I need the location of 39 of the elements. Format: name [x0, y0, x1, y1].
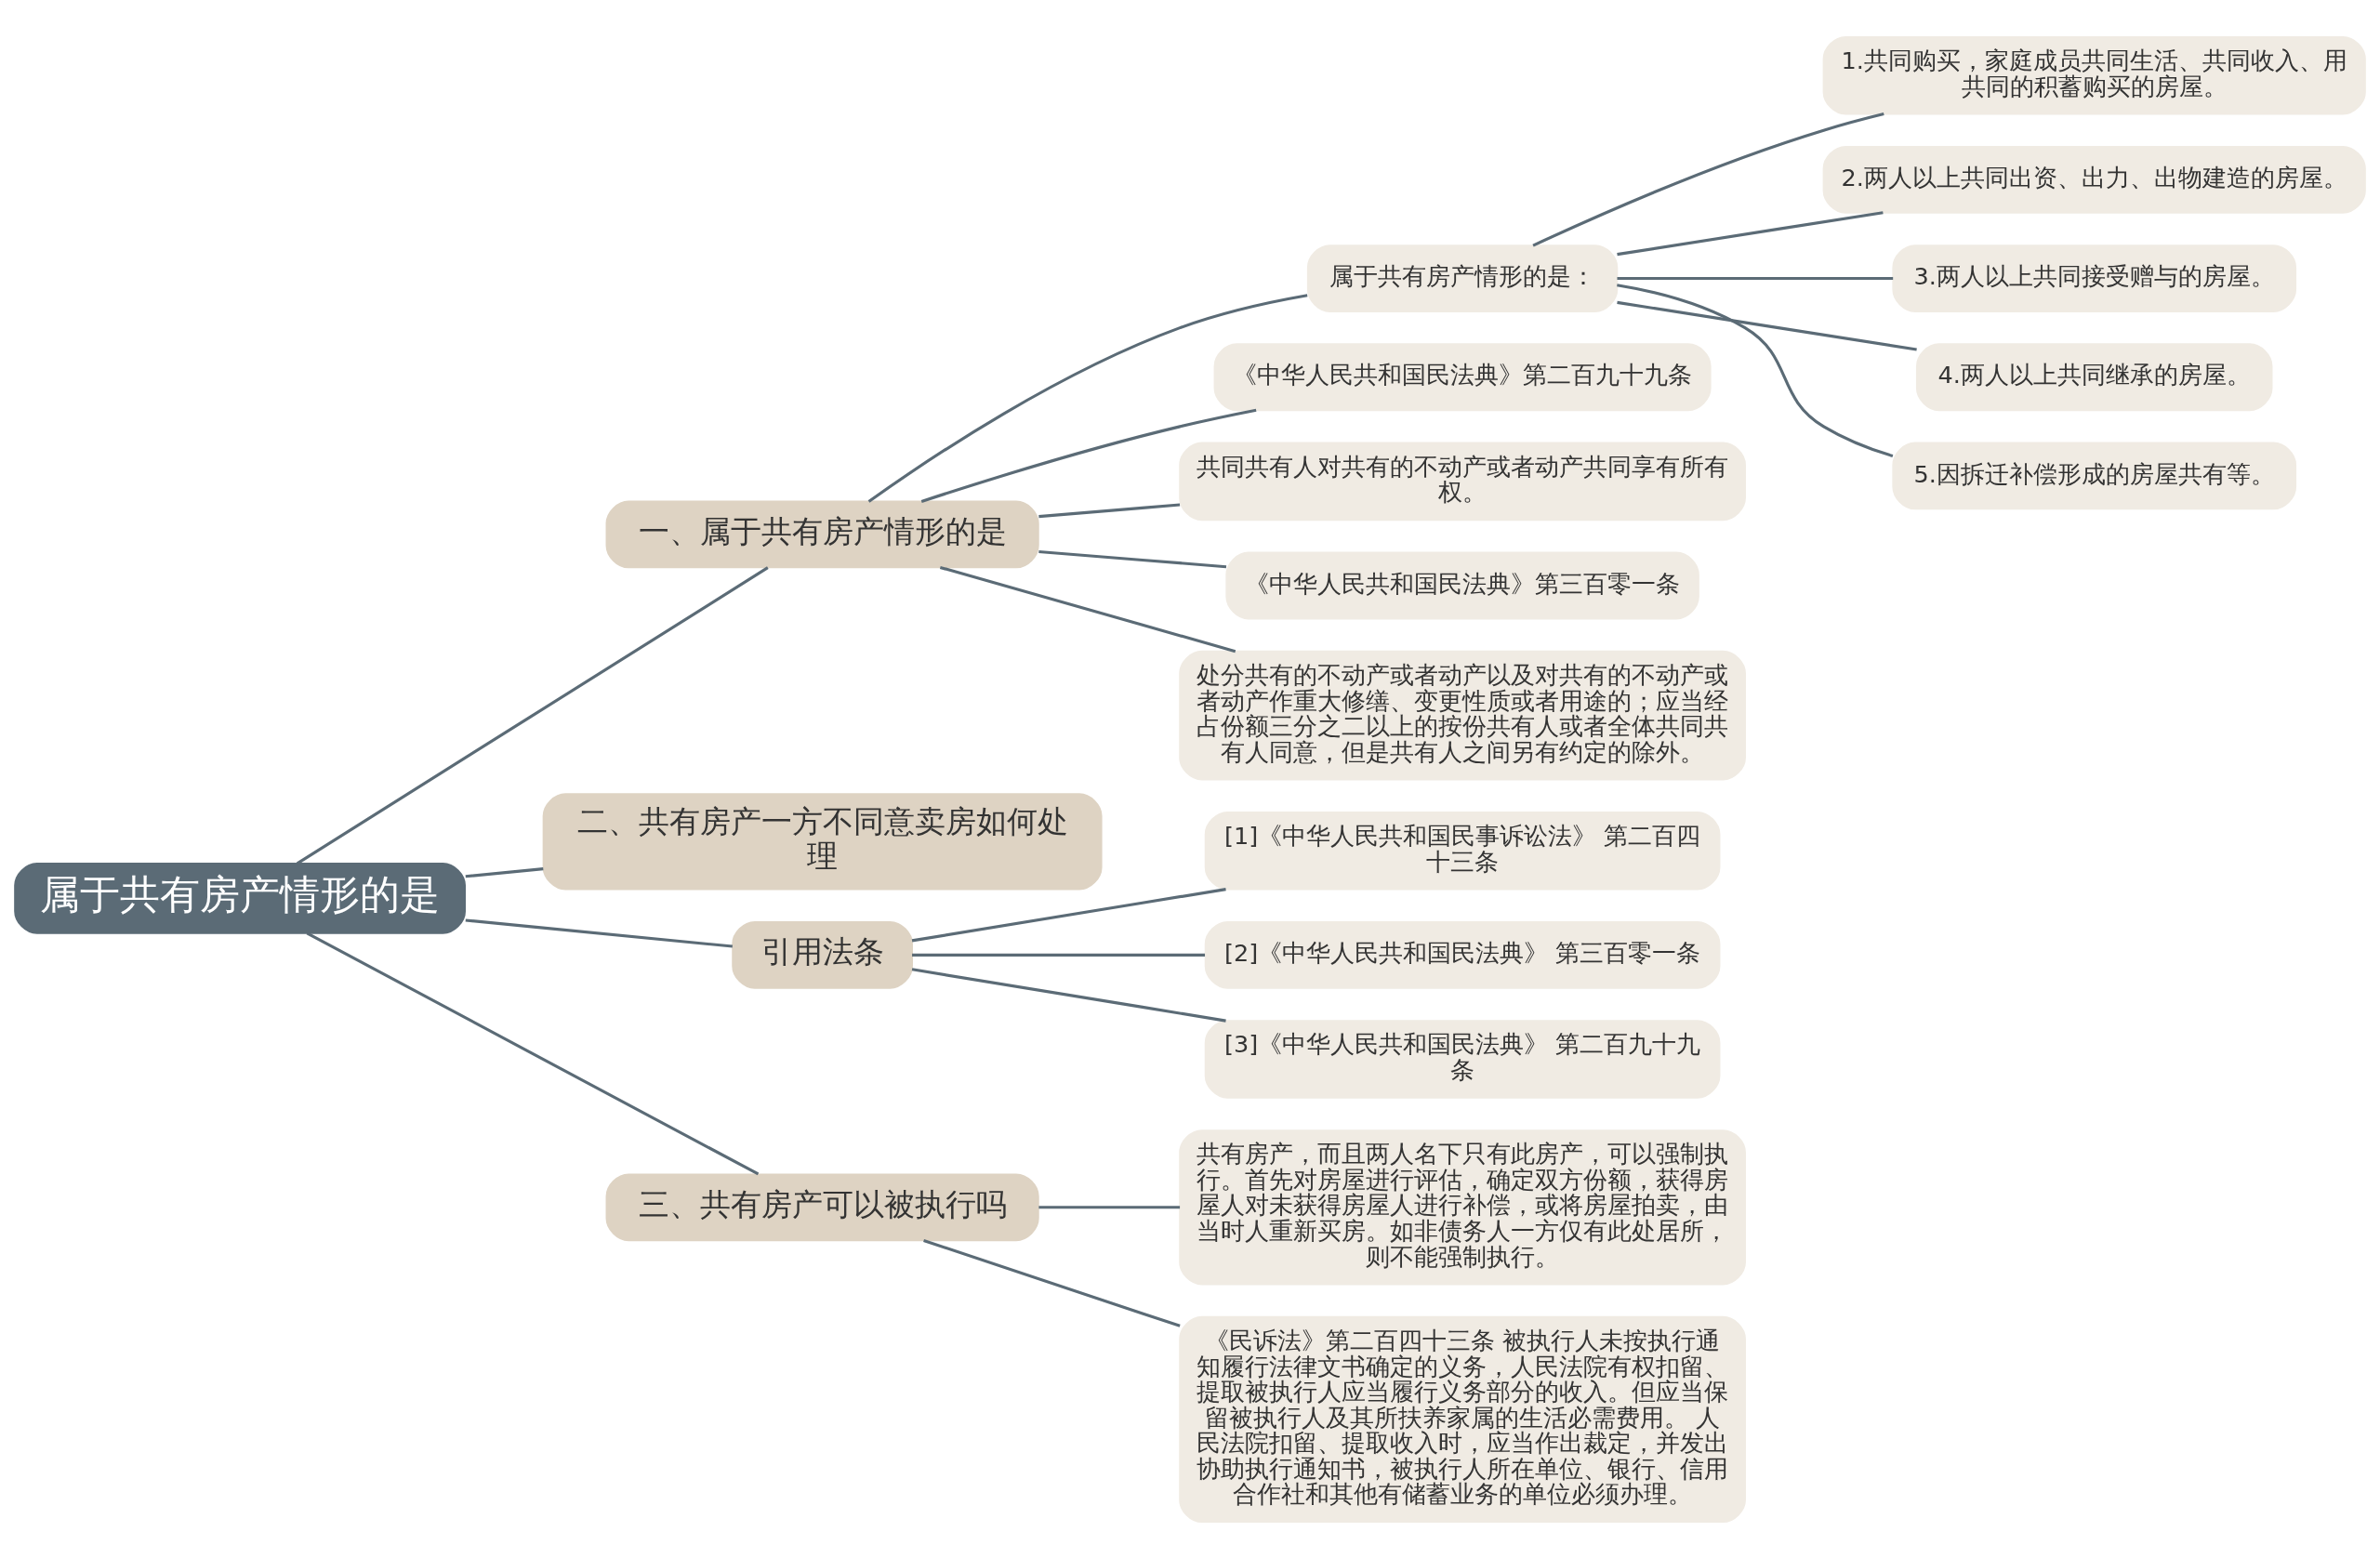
node-box: 4.两人以上共同继承的房屋。 — [1915, 342, 2273, 411]
node-box: [1]《中华人民共和国民事诉讼法》 第二百四十三条 — [1204, 811, 1721, 890]
node-box: 5.因拆迁补偿形成的房屋共有等。 — [1892, 442, 2297, 509]
connector — [923, 1238, 1181, 1327]
node-box: 共同共有人对共有的不动产或者动产共同享有所有权。 — [1179, 442, 1746, 521]
node-box: 2.两人以上共同出资、出力、出物建造的房屋。 — [1822, 145, 2366, 214]
connector — [912, 953, 1206, 957]
node-box: [3]《中华人民共和国民法典》 第二百九十九条 — [1204, 1019, 1721, 1099]
node-box: 处分共有的不动产或者动产以及对共有的不动产或者动产作重大修缮、变更性质或者用途的；应当经占份额三分之二以上的按份共有人或者全体共同共有人同意，但是共有人之间另有约定的除外。 — [1179, 650, 1746, 780]
connector — [920, 408, 1257, 503]
connector — [939, 565, 1236, 653]
node-box: 属于共有房产情形的是 — [14, 862, 467, 934]
node-box: 《民诉法》第二百四十三条 被执行人未按执行通知履行法律文书确定的义务，人民法院有权扣留、提取被执行人应当履行义务部分的收入。但应当保留被执行人及其所扶养家属的生活必需费用。 人民法院扣留、提取收入时，应当作出裁定，并发出协助执行通知书，被执行人所在单位、银行、信用合作社和其他有储蓄业务的单位必须办理。 — [1179, 1315, 1746, 1523]
node-box: 《中华人民共和国民法典》第二百九十九条 — [1213, 342, 1712, 411]
connector — [1038, 503, 1181, 518]
connector — [867, 293, 1308, 503]
connector — [465, 918, 733, 948]
connector — [911, 887, 1226, 942]
node-box: 三、共有房产可以被执行吗 — [605, 1172, 1039, 1241]
connector — [296, 565, 769, 865]
connector — [911, 967, 1226, 1023]
node-box: 一、属于共有房产情形的是 — [605, 500, 1039, 568]
connector — [306, 931, 760, 1175]
node-box: 属于共有房产情形的是： — [1306, 244, 1619, 312]
connector — [465, 866, 544, 878]
node-box: 3.两人以上共同接受赠与的房屋。 — [1892, 244, 2297, 312]
connector — [1038, 1205, 1181, 1208]
node-box: 《中华人民共和国民法典》第三百零一条 — [1225, 551, 1699, 619]
connector — [1617, 276, 1894, 280]
node-box: [2]《中华人民共和国民法典》 第三百零一条 — [1204, 920, 1721, 989]
node-box: 二、共有房产一方不同意卖房如何处理 — [542, 792, 1103, 890]
connector — [1617, 300, 1917, 351]
node-box: 引用法条 — [732, 920, 913, 989]
connector — [1617, 283, 1894, 457]
connector — [1617, 210, 1884, 256]
node-box: 共有房产，而且两人名下只有此房产，可以强制执行。首先对房屋进行评估，确定双方份额，获得房屋人对未获得房屋人进行补偿，或将房屋拍卖，由当时人重新买房。如非债务人一方仅有此处居所，则不能强制执行。 — [1179, 1129, 1746, 1285]
node-box: 1.共同购买，家庭成员共同生活、共同收入、用共同的积蓄购买的房屋。 — [1822, 35, 2366, 114]
connector — [1532, 112, 1884, 246]
connector — [1038, 549, 1227, 568]
